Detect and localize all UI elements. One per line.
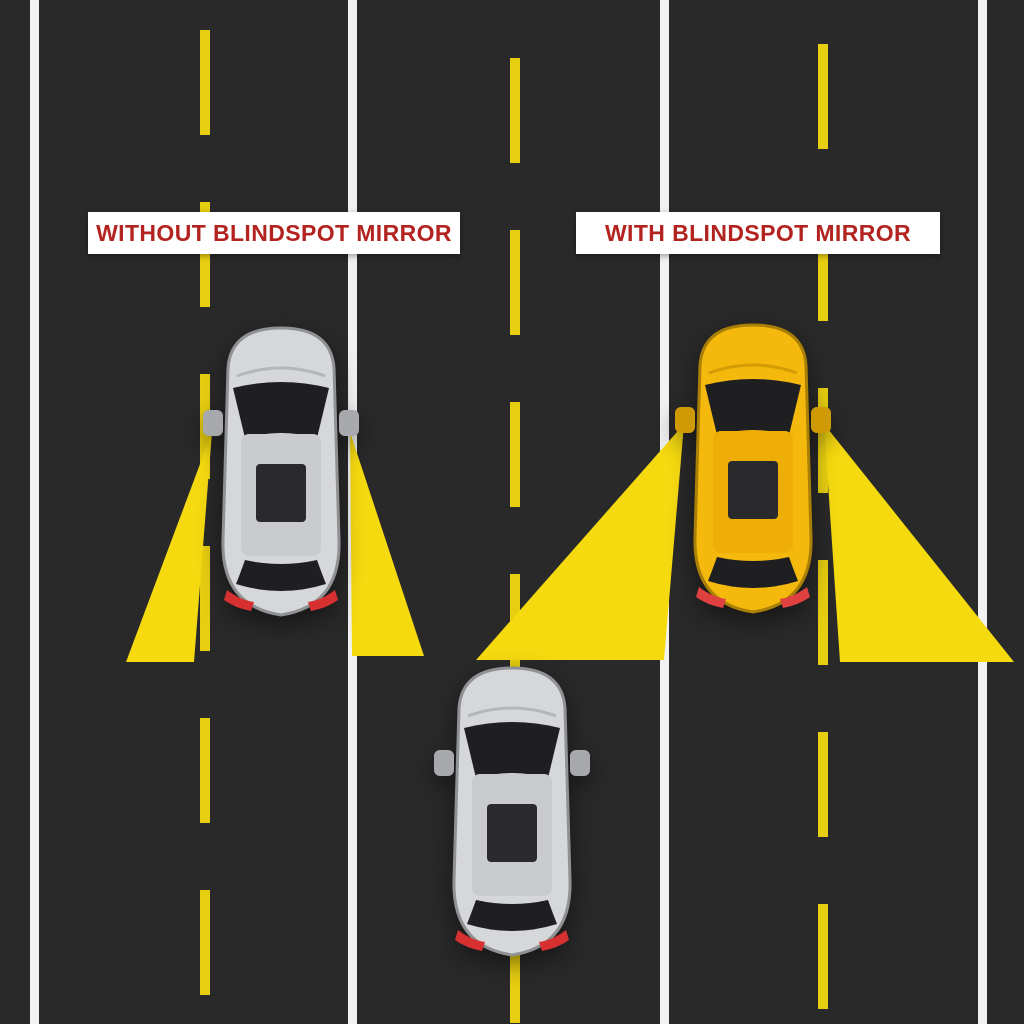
banner-with-blindspot-mirror: WITH BLINDSPOT MIRROR xyxy=(576,212,940,254)
right-mirror-icon xyxy=(811,407,831,433)
hood-line xyxy=(467,706,557,718)
car-top-view xyxy=(434,666,590,957)
banner-with-label: WITH BLINDSPOT MIRROR xyxy=(604,219,912,246)
hood-line xyxy=(708,363,798,375)
banner-without-blindspot-mirror: WITHOUT BLINDSPOT MIRROR xyxy=(88,212,460,254)
vision-cone-left-car-without-blindspot-mirror xyxy=(126,432,212,662)
right-taillight xyxy=(539,930,569,951)
right-mirror-icon xyxy=(570,750,590,776)
vision-cone-right-car-with-blindspot-mirror xyxy=(824,424,1014,662)
right-taillight xyxy=(780,587,810,608)
hood-line xyxy=(236,366,326,378)
sunroof xyxy=(487,804,537,862)
car-top-view xyxy=(203,326,359,617)
rear-window xyxy=(236,560,326,591)
lane-center-dashed-line xyxy=(818,0,828,1024)
sunroof xyxy=(256,464,306,522)
left-mirror-icon xyxy=(203,410,223,436)
windshield xyxy=(233,382,329,438)
lane-divider-line xyxy=(978,0,987,1024)
left-mirror-icon xyxy=(434,750,454,776)
banner-without-label: WITHOUT BLINDSPOT MIRROR xyxy=(96,219,452,246)
vision-cone-right-car-without-blindspot-mirror xyxy=(350,432,424,656)
vision-cone-left-car-with-blindspot-mirror xyxy=(476,424,684,660)
left-taillight xyxy=(696,587,726,608)
car-with-blindspot-mirror xyxy=(675,316,831,622)
right-mirror-icon xyxy=(339,410,359,436)
lane-divider-line xyxy=(30,0,39,1024)
windshield xyxy=(464,722,560,778)
car-approaching-rear xyxy=(434,662,590,962)
left-mirror-icon xyxy=(675,407,695,433)
lane-center-dashed-line xyxy=(510,0,520,1024)
left-taillight xyxy=(455,930,485,951)
rear-window xyxy=(467,900,557,931)
right-taillight xyxy=(308,590,338,611)
rear-window xyxy=(708,557,798,588)
car-top-view xyxy=(675,323,831,614)
car-without-blindspot-mirror xyxy=(203,322,359,622)
sunroof xyxy=(728,461,778,519)
windshield xyxy=(705,379,801,435)
left-taillight xyxy=(224,590,254,611)
